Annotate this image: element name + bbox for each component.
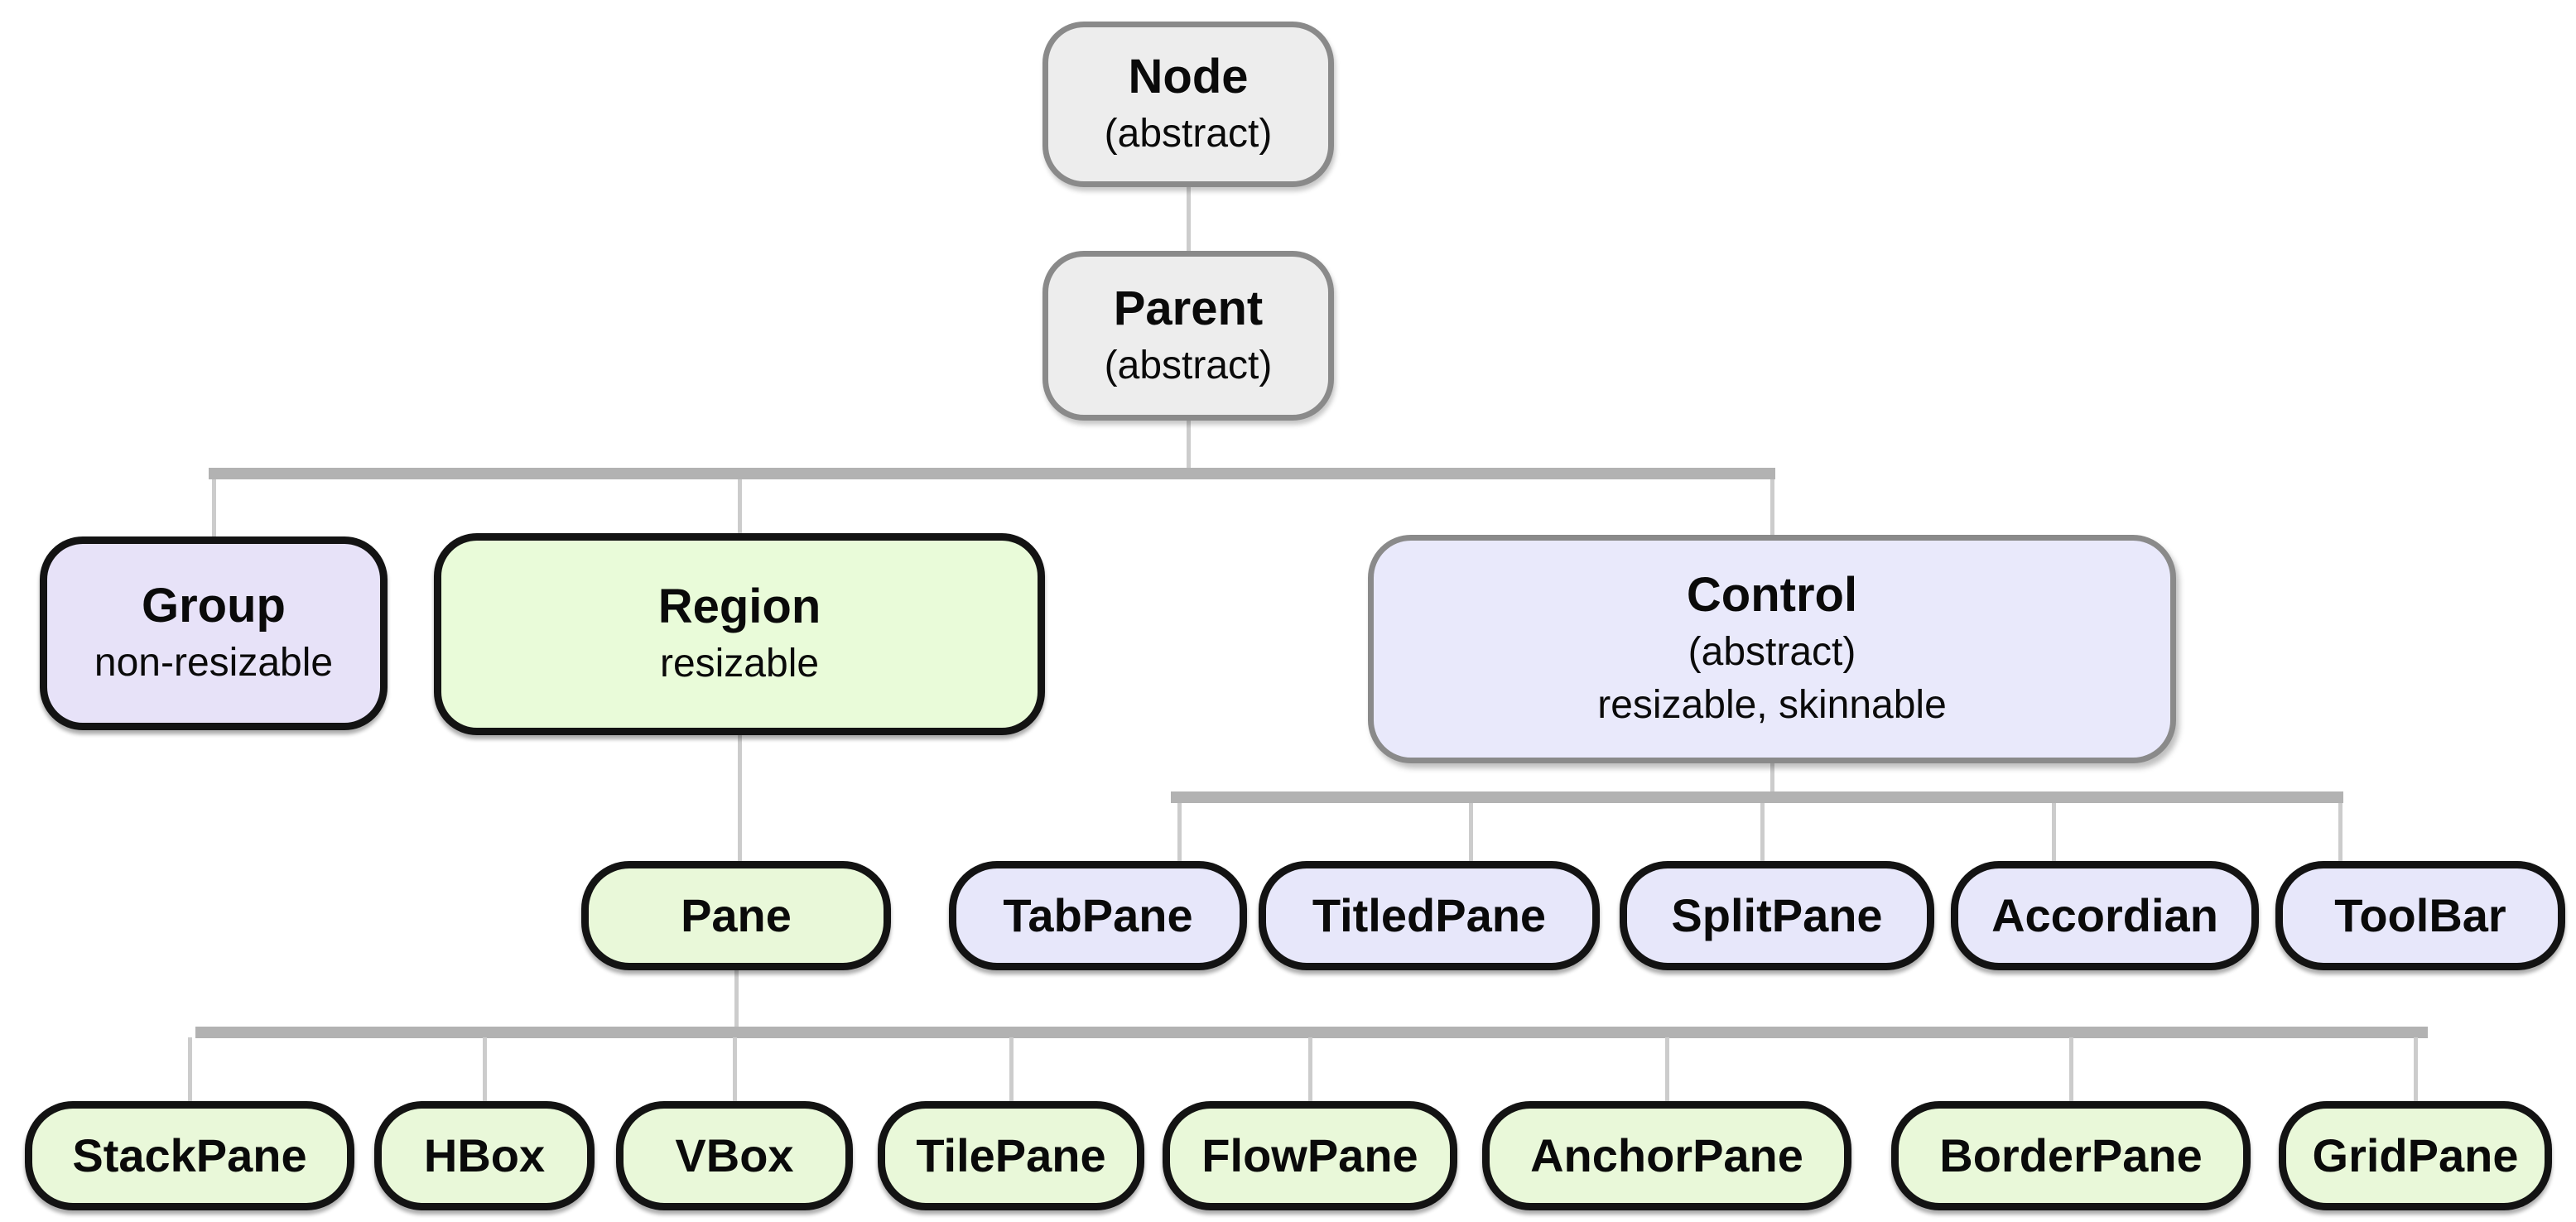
- connector-stub-toolbar: [2338, 803, 2342, 864]
- connector-bar-control-children: [1171, 791, 2343, 803]
- box-tabpane: TabPane: [949, 861, 1247, 970]
- control-subtitle2: resizable, skinnable: [1597, 683, 1947, 728]
- connector-bar-pane-children: [195, 1027, 2428, 1038]
- gridpane-title: GridPane: [2312, 1129, 2519, 1182]
- box-parent: Parent (abstract): [1042, 251, 1334, 421]
- splitpane-title: SplitPane: [1671, 889, 1883, 942]
- box-anchorpane: AnchorPane: [1482, 1101, 1851, 1210]
- stackpane-title: StackPane: [72, 1129, 307, 1182]
- box-pane: Pane: [581, 861, 891, 970]
- region-title: Region: [657, 580, 821, 634]
- box-gridpane: GridPane: [2279, 1101, 2552, 1210]
- pane-title: Pane: [681, 889, 792, 942]
- hbox-title: HBox: [423, 1129, 546, 1182]
- node-subtitle: (abstract): [1104, 112, 1273, 156]
- connector-stub-control: [1770, 479, 1774, 537]
- toolbar-title: ToolBar: [2334, 889, 2506, 942]
- connector-node-parent: [1187, 185, 1191, 252]
- anchorpane-title: AnchorPane: [1530, 1129, 1803, 1182]
- connector-parent-down: [1187, 419, 1191, 472]
- parent-subtitle: (abstract): [1104, 343, 1273, 387]
- connector-stub-hbox: [483, 1037, 487, 1104]
- box-borderpane: BorderPane: [1891, 1101, 2251, 1210]
- connector-region-pane: [738, 734, 742, 863]
- region-subtitle: resizable: [659, 642, 820, 686]
- control-subtitle: (abstract): [1688, 629, 1856, 674]
- tabpane-title: TabPane: [1003, 889, 1193, 942]
- node-title: Node: [1128, 50, 1249, 104]
- vbox-title: VBox: [675, 1129, 794, 1182]
- box-toolbar: ToolBar: [2275, 861, 2565, 970]
- connector-stub-region: [738, 479, 742, 536]
- connector-stub-accordian: [2052, 803, 2056, 864]
- group-subtitle: non-resizable: [94, 641, 334, 686]
- box-titledpane: TitledPane: [1259, 861, 1600, 970]
- box-hbox: HBox: [374, 1101, 595, 1210]
- box-accordian: Accordian: [1951, 861, 2259, 970]
- tilepane-title: TilePane: [916, 1129, 1106, 1182]
- connector-pane-down: [734, 969, 739, 1028]
- connector-bar-parent-children: [209, 468, 1775, 479]
- box-region: Region resizable: [434, 533, 1045, 735]
- connector-stub-tabpane: [1177, 803, 1182, 864]
- group-title: Group: [142, 579, 286, 633]
- box-tilepane: TilePane: [878, 1101, 1144, 1210]
- box-group: Group non-resizable: [40, 536, 388, 730]
- box-node: Node (abstract): [1042, 22, 1334, 187]
- connector-stub-anchorpane: [1665, 1037, 1669, 1104]
- connector-stub-vbox: [733, 1037, 737, 1104]
- box-flowpane: FlowPane: [1163, 1101, 1457, 1210]
- connector-stub-tilepane: [1009, 1037, 1014, 1104]
- box-stackpane: StackPane: [25, 1101, 354, 1210]
- parent-title: Parent: [1113, 281, 1264, 335]
- connector-stub-titledpane: [1469, 803, 1473, 864]
- connector-stub-flowpane: [1308, 1037, 1312, 1104]
- box-control: Control (abstract) resizable, skinnable: [1368, 535, 2176, 763]
- connector-stub-splitpane: [1760, 803, 1765, 864]
- accordian-title: Accordian: [1991, 889, 2218, 942]
- box-splitpane: SplitPane: [1620, 861, 1934, 970]
- connector-control-down: [1770, 762, 1774, 795]
- connector-stub-group: [212, 479, 216, 539]
- connector-stub-borderpane: [2069, 1037, 2073, 1104]
- connector-stub-gridpane: [2414, 1037, 2418, 1104]
- titledpane-title: TitledPane: [1312, 889, 1547, 942]
- connector-stub-stackpane: [188, 1037, 192, 1104]
- control-title: Control: [1686, 567, 1858, 622]
- box-vbox: VBox: [616, 1101, 853, 1210]
- borderpane-title: BorderPane: [1939, 1129, 2203, 1182]
- flowpane-title: FlowPane: [1201, 1129, 1418, 1182]
